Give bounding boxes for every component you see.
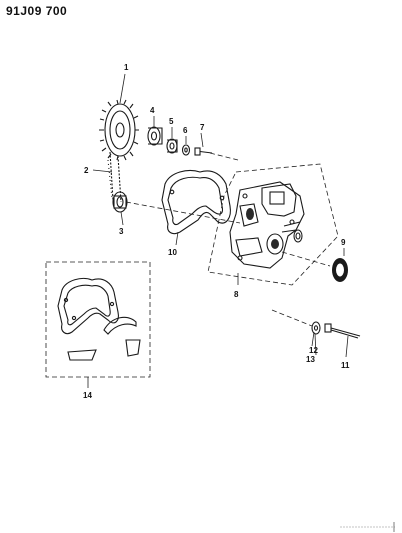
callout-11: 11	[341, 361, 350, 370]
cam-washer[interactable]	[147, 126, 163, 146]
housing-group-box	[207, 163, 339, 286]
gasket-kit[interactable]	[57, 277, 141, 361]
gasket-kit-box	[45, 261, 151, 378]
callout-2: 2	[84, 166, 89, 175]
timing-chain[interactable]	[107, 151, 122, 203]
cam-bolt[interactable]	[194, 147, 213, 156]
registration-mark	[340, 522, 395, 532]
callout-4: 4	[150, 106, 155, 115]
callout-9: 9	[341, 238, 346, 247]
callout-6: 6	[183, 126, 188, 135]
washer[interactable]	[181, 144, 191, 156]
callout-14: 14	[83, 391, 92, 400]
callout-3: 3	[119, 227, 124, 236]
cover-bolt[interactable]	[324, 323, 361, 339]
oil-pump-housing[interactable]	[229, 181, 305, 269]
callout-7: 7	[200, 123, 205, 132]
o-ring[interactable]	[293, 229, 303, 243]
callout-8: 8	[234, 290, 239, 299]
cam-sprocket[interactable]	[99, 99, 139, 161]
drive-gear[interactable]	[166, 138, 178, 154]
bolt-washer[interactable]	[311, 321, 321, 335]
oil-seal[interactable]	[332, 258, 348, 282]
callout-10: 10	[168, 248, 177, 257]
callout-12: 12	[309, 346, 318, 355]
callout-13: 13	[306, 355, 315, 364]
diagram-code: 91J09 700	[6, 4, 68, 18]
callout-1: 1	[124, 63, 129, 72]
cover-gasket[interactable]	[161, 169, 231, 235]
callout-5: 5	[169, 117, 174, 126]
